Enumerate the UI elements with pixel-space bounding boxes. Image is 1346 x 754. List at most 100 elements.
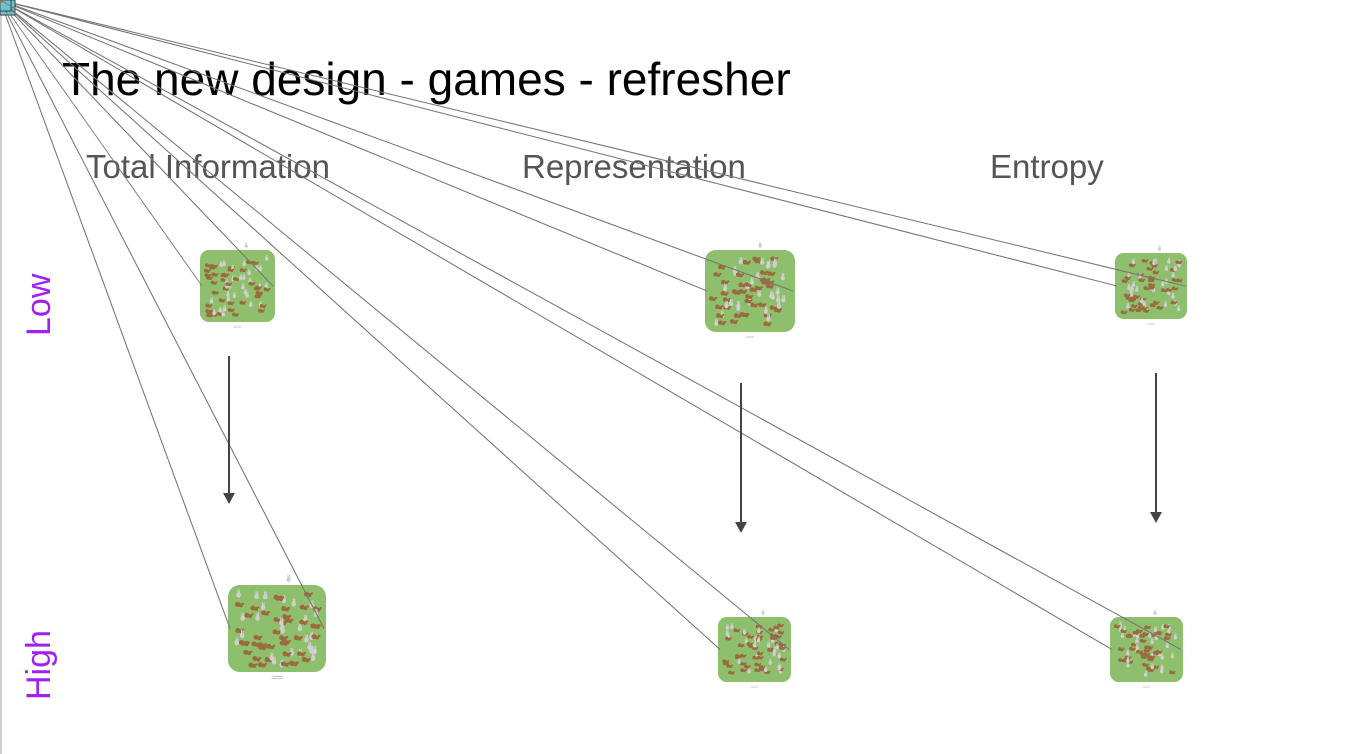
squirrel-icon <box>1128 307 1136 312</box>
connector-line <box>0 0 1182 650</box>
squirrel-icon <box>754 285 763 291</box>
rabbit-icon <box>766 641 771 648</box>
squirrel-icon <box>733 628 741 633</box>
squirrel-icon <box>282 614 292 620</box>
distribution-caption-line: Fixed distribution <box>272 677 282 678</box>
rabbit-icon <box>1140 297 1144 304</box>
squirrel-icon <box>279 635 289 641</box>
squirrel-icon <box>254 294 262 299</box>
distribution-caption-line: Fixed distribution <box>746 337 754 338</box>
squirrel-icon <box>722 659 730 664</box>
squirrel-icon <box>739 311 748 317</box>
connector-line <box>0 0 790 650</box>
squirrel-icon <box>1141 258 1149 263</box>
squirrel-icon <box>1146 266 1154 271</box>
rabbit-icon <box>1164 264 1169 271</box>
squirrel-icon <box>752 655 760 660</box>
squirrel-icon <box>284 617 294 624</box>
rabbit-icon <box>761 609 765 615</box>
squirrel-icon <box>239 300 247 305</box>
rabbit-icon <box>736 303 741 311</box>
rabbit-icon <box>255 612 260 621</box>
squirrel-icon <box>1163 636 1171 641</box>
squirrel-icon <box>220 273 228 278</box>
rabbit-icon <box>777 652 781 659</box>
squirrel-icon <box>735 654 743 659</box>
squirrel-icon <box>243 649 253 656</box>
rabbit-icon <box>780 273 785 281</box>
rabbit-icon <box>1125 649 1130 656</box>
rabbit-icon <box>777 664 781 671</box>
squirrel-icon <box>738 289 748 294</box>
squirrel-icon <box>257 662 267 668</box>
squirrel-icon <box>211 264 218 269</box>
rabbit-icon <box>232 291 237 299</box>
rabbit-icon <box>756 636 761 643</box>
rabbit-icon <box>1163 301 1168 308</box>
rabbit-icon <box>728 298 734 307</box>
rabbit-icon <box>262 591 268 600</box>
rabbit-icon <box>742 628 747 635</box>
rabbit-icon <box>226 290 230 298</box>
squirrel-icon <box>1149 303 1157 308</box>
column-header-entropy: Entropy <box>990 148 1104 185</box>
rabbit-icon <box>763 306 769 315</box>
squirrel-icon <box>263 287 271 292</box>
connector-line <box>0 0 203 287</box>
rabbit-icon <box>264 254 269 261</box>
squirrel-icon <box>747 634 754 639</box>
squirrel-icon <box>716 313 725 319</box>
distribution-caption-line: Fixed distribution <box>1143 687 1151 688</box>
rabbit-icon <box>279 617 284 626</box>
column-header-representation: Representation <box>522 148 746 185</box>
rabbit-icon <box>773 258 778 266</box>
rabbit-icon <box>219 260 223 268</box>
rabbit-icon <box>238 274 243 281</box>
squirrel-icon <box>725 636 732 641</box>
squirrel-icon <box>779 657 787 662</box>
rabbit-icon <box>221 310 225 317</box>
rabbit-icon <box>749 277 755 286</box>
squirrel-icon <box>293 635 303 641</box>
squirrel-icon <box>1152 300 1160 305</box>
squirrel-icon <box>248 662 258 668</box>
squirrel-icon <box>722 297 732 303</box>
squirrel-icon <box>1169 670 1176 675</box>
squirrel-icon <box>248 281 256 286</box>
rabbit-icon <box>1135 637 1139 644</box>
rabbit-icon <box>1129 290 1134 297</box>
connector-line <box>0 0 1118 287</box>
rabbit-icon <box>725 629 729 636</box>
rabbit-icon <box>1167 257 1171 264</box>
squirrel-icon <box>713 272 722 277</box>
rabbit-icon <box>1126 661 1130 668</box>
arrow-entropy <box>1150 373 1162 523</box>
squirrel-icon <box>754 662 762 667</box>
squirrel-icon <box>1123 293 1131 298</box>
squirrel-icon <box>1142 632 1150 637</box>
squirrel-icon <box>227 308 235 313</box>
squirrel-icon <box>244 612 254 619</box>
squirrel-icon <box>735 272 745 278</box>
squirrel-icon <box>720 291 729 296</box>
distribution-caption-line: sampled per player <box>745 338 755 340</box>
squirrel-icon <box>726 664 733 669</box>
rabbit-icon <box>1126 302 1130 309</box>
rabbit-icon <box>289 647 295 656</box>
rabbit-icon <box>766 313 771 322</box>
connector-line <box>0 0 708 292</box>
rabbit-icon <box>781 294 786 303</box>
rabbit-icon <box>757 627 761 634</box>
squirrel-icon <box>1171 286 1179 291</box>
rabbit-icon <box>763 666 768 673</box>
rabbit-icon <box>725 623 730 630</box>
squirrel-icon <box>266 643 276 650</box>
squirrel-icon <box>250 605 260 611</box>
squirrel-icon <box>205 303 213 308</box>
squirrel-icon <box>1124 276 1132 280</box>
rabbit-icon <box>236 589 241 598</box>
distribution-caption-line: Fixed distribution <box>233 327 242 328</box>
rabbit-icon <box>1171 271 1175 278</box>
squirrel-icon <box>759 270 769 276</box>
